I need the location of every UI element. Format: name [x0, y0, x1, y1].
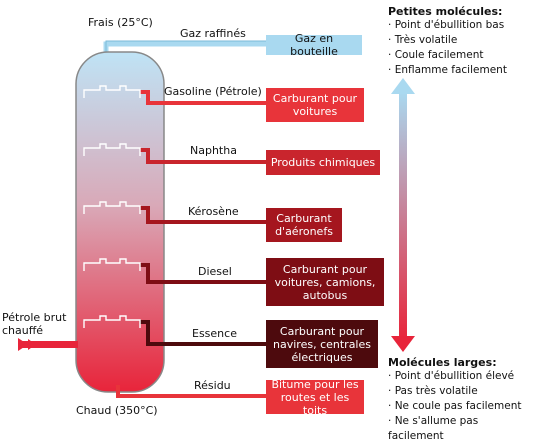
note-item: Ne s'allume pas facilement — [388, 414, 534, 444]
input-pipe — [20, 341, 78, 348]
top-temperature-label: Frais (25°C) — [88, 16, 153, 29]
input-label: Pétrole brut chauffé — [2, 311, 67, 337]
note-item: Point d'ébullition bas — [388, 18, 532, 33]
use-box: Gaz en bouteille — [266, 32, 362, 58]
large-molecules-title: Molécules larges: — [388, 356, 497, 369]
use-box: Carburant d'aéronefs — [266, 208, 342, 242]
molecule-size-arrow — [399, 92, 407, 340]
fraction-label: Gaz raffinés — [180, 27, 246, 40]
note-item: Coule facilement — [388, 48, 532, 63]
bottom-temperature-label: Chaud (350°C) — [76, 404, 158, 417]
fraction-label: Naphtha — [190, 144, 237, 157]
note-item: Ne coule pas facilement — [388, 399, 534, 414]
fraction-label: Résidu — [194, 379, 231, 392]
small-molecules-note: Petites molécules: Point d'ébullition ba… — [388, 5, 532, 78]
use-box: Produits chimiques — [266, 150, 380, 175]
use-box: Carburant pour voitures — [266, 88, 364, 122]
small-molecules-title: Petites molécules: — [388, 5, 503, 18]
note-item: Pas très volatile — [388, 384, 534, 399]
use-box: Carburant pour voitures, camions, autobu… — [266, 258, 384, 306]
fraction-label: Essence — [192, 327, 237, 340]
note-item: Point d'ébullition élevé — [388, 369, 534, 384]
fraction-label: Kérosène — [188, 205, 239, 218]
note-item: Très volatile — [388, 33, 532, 48]
large-molecules-note: Molécules larges: Point d'ébullition éle… — [388, 356, 534, 444]
note-item: Enflamme facilement — [388, 63, 532, 78]
use-box: Carburant pour navires, centrales électr… — [266, 320, 378, 368]
use-box: Bitume pour les routes et les toits — [266, 378, 364, 417]
fraction-label: Diesel — [198, 265, 232, 278]
distillation-column-drawing — [18, 40, 415, 398]
fraction-label: Gasoline (Pétrole) — [164, 85, 262, 98]
